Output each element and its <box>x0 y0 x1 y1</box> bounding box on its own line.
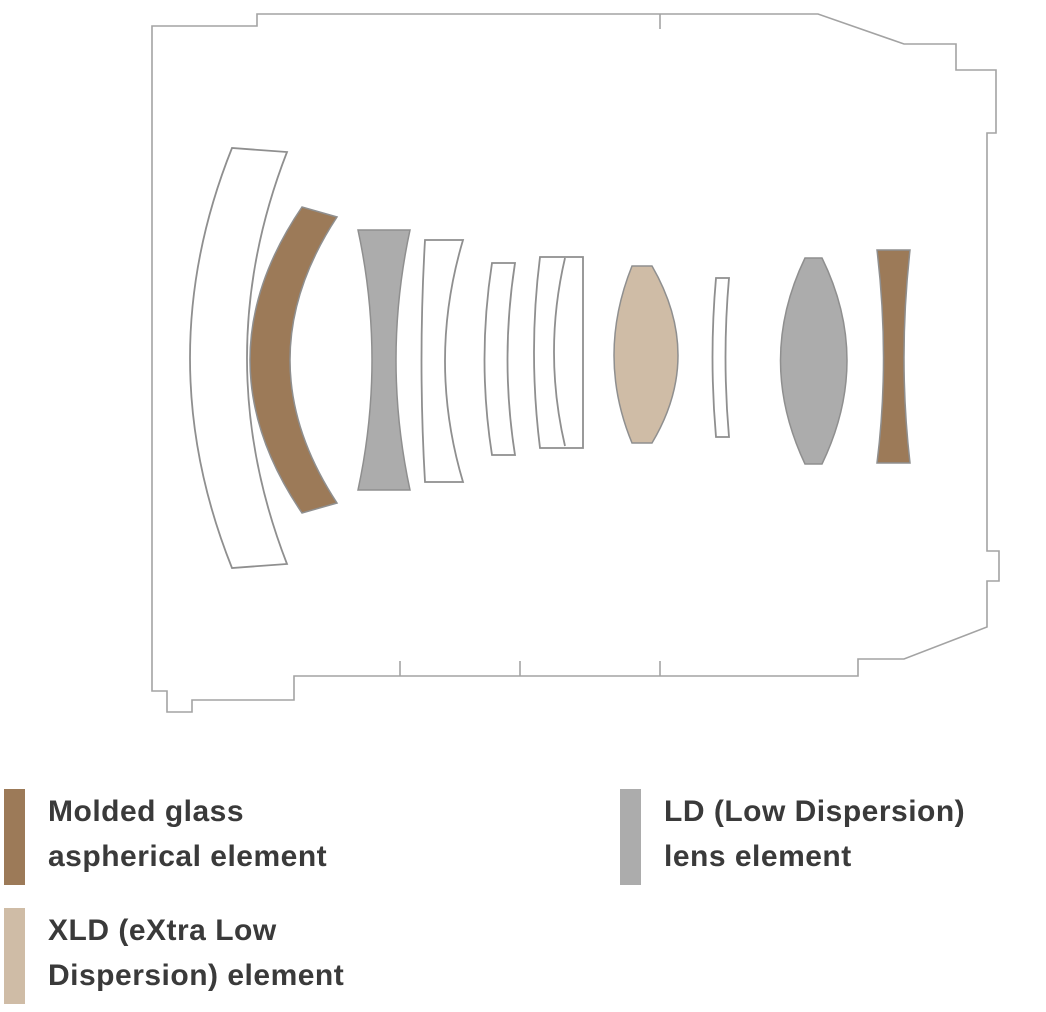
lens-element-8-standard <box>711 277 730 438</box>
legend-label-aspherical-line1: Molded glass <box>48 795 245 828</box>
lens-element-2-aspherical <box>249 206 339 514</box>
aspherical-color-swatch <box>4 789 25 885</box>
lens-element-1-standard <box>189 147 289 569</box>
legend-label-xld-line2: Dispersion) element <box>48 959 345 992</box>
ld-color-swatch-icon <box>620 789 641 885</box>
lens-element-5-standard <box>483 262 517 456</box>
lens-element-7-xld <box>613 265 679 444</box>
legend-item-ld: LD (Low Dispersion) lens element <box>620 789 965 885</box>
lens-barrel-outline <box>151 13 1000 713</box>
legend-label-aspherical: Molded glass aspherical element <box>48 789 327 879</box>
lens-cross-section-diagram <box>151 13 1000 713</box>
lens-element-9-ld <box>779 257 848 465</box>
xld-color-swatch <box>4 908 25 1004</box>
xld-color-swatch-icon <box>4 908 25 1004</box>
legend-label-ld-line1: LD (Low Dispersion) <box>664 795 966 828</box>
ld-color-swatch <box>620 789 641 885</box>
legend-label-aspherical-line2: aspherical element <box>48 840 328 873</box>
lens-diagram-svg <box>151 13 1000 713</box>
lens-element-6-doublet <box>533 256 584 449</box>
aspherical-color-swatch-icon <box>4 789 25 885</box>
legend-label-xld-line1: XLD (eXtra Low <box>48 914 277 947</box>
legend-label-ld: LD (Low Dispersion) lens element <box>664 789 965 879</box>
legend-label-xld: XLD (eXtra Low Dispersion) element <box>48 908 344 998</box>
lens-element-4-standard <box>420 239 465 483</box>
lens-element-6-cement-line <box>553 257 566 447</box>
legend-label-ld-line2: lens element <box>664 840 852 873</box>
legend-item-xld: XLD (eXtra Low Dispersion) element <box>4 908 344 1004</box>
lens-element-3-ld <box>357 229 411 491</box>
legend-item-aspherical: Molded glass aspherical element <box>4 789 327 885</box>
lens-element-10-aspherical <box>876 249 911 464</box>
